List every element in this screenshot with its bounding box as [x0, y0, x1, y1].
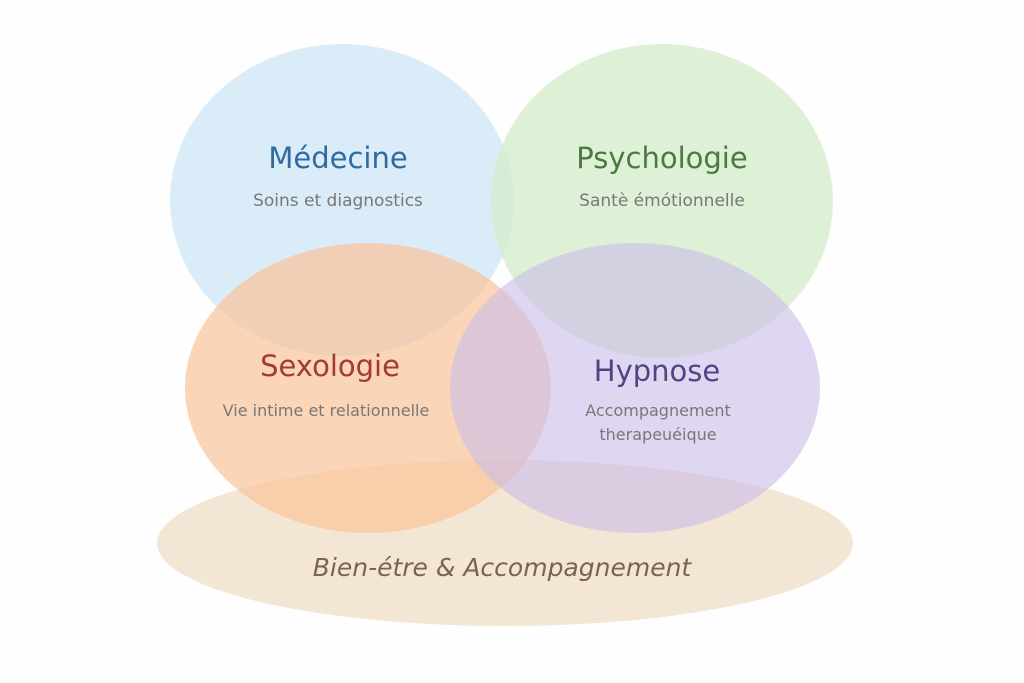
sexologie-title: Sexologie — [260, 349, 400, 383]
hypnose-subtitle-line2: therapeuéique — [599, 425, 716, 444]
medecine-subtitle: Soins et diagnostics — [253, 191, 423, 211]
hypnose-title: Hypnose — [594, 354, 720, 388]
medecine-title: Médecine — [268, 141, 407, 175]
psychologie-subtitle: Santè émótionnelle — [579, 191, 745, 211]
circle-hypnose — [450, 243, 820, 533]
circle-sexologie — [185, 243, 551, 533]
hypnose-subtitle-line1: Accompagnement — [585, 401, 731, 420]
sexologie-subtitle: Vie intime et relationnelle — [223, 401, 430, 420]
base-label: Bien-étre & Accompagnement — [313, 553, 693, 582]
psychologie-title: Psychologie — [576, 141, 747, 175]
